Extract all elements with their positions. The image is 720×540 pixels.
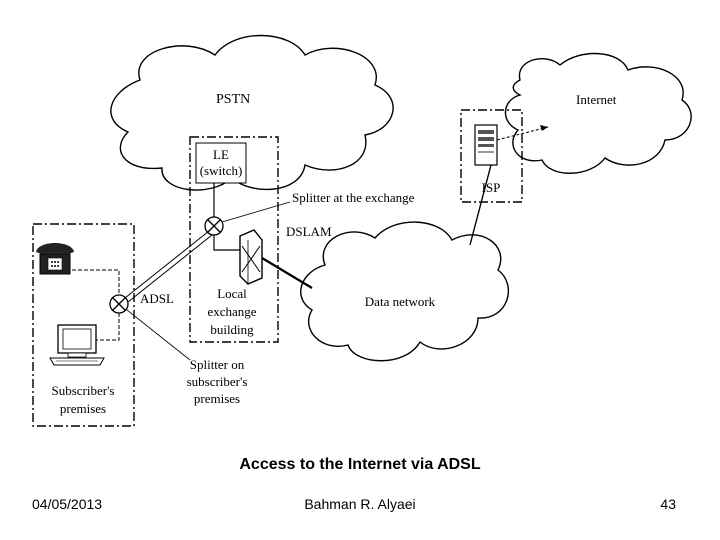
- server-icon: [474, 124, 498, 166]
- internet-label: Internet: [576, 92, 617, 107]
- slide-caption: Access to the Internet via ADSL: [239, 456, 481, 473]
- splitter-sub-label-2: subscriber's: [187, 374, 248, 389]
- local-label: Local: [217, 286, 247, 301]
- adsl-label: ADSL: [140, 291, 174, 306]
- isp-box: [460, 109, 523, 203]
- exchange-label: exchange: [207, 304, 256, 319]
- le-switch-box: [195, 142, 247, 184]
- phone-wire: [72, 269, 120, 295]
- le-label: LE: [213, 147, 229, 162]
- pstn-cloud: [110, 34, 394, 191]
- telephone-icon: [36, 243, 74, 275]
- splitter-sub-label-3: premises: [194, 391, 240, 406]
- dslam-icon: [239, 229, 263, 285]
- leader-splitter-exchange: [221, 201, 291, 223]
- splitter-exchange-label: Splitter at the exchange: [292, 190, 415, 205]
- dslam-label: DSLAM: [286, 224, 332, 239]
- le-switch-label: (switch): [200, 163, 243, 178]
- isp-internet-line: [496, 126, 549, 141]
- adsl-line-2: [127, 234, 213, 303]
- adsl-diagram: PSTN Internet LE (switch) ISP Splitter a…: [32, 34, 692, 427]
- subscriber-box: [32, 223, 135, 427]
- footer-date: 04/05/2013: [32, 496, 103, 512]
- data-isp-line: [469, 164, 492, 246]
- local-exchange-box: [189, 136, 279, 343]
- data-network-cloud: [300, 221, 509, 362]
- splitter-sub-label-1: Splitter on: [190, 357, 245, 372]
- pc-wire: [96, 313, 120, 341]
- subscriber-splitter-icon: [109, 294, 129, 314]
- internet-cloud: [504, 52, 692, 174]
- dslam-data-line: [261, 257, 313, 289]
- leader-splitter-sub: [126, 309, 191, 361]
- computer-icon: [49, 324, 105, 366]
- exchange-splitter-icon: [204, 216, 224, 236]
- pstn-label: PSTN: [216, 92, 250, 107]
- building-label: building: [210, 322, 254, 337]
- footer-page-number: 43: [660, 496, 676, 512]
- arrowhead-icon: [540, 125, 548, 131]
- isp-label: ISP: [482, 180, 501, 195]
- subscriber-label-1: Subscriber's: [51, 383, 114, 398]
- footer-author: Bahman R. Alyaei: [304, 496, 416, 512]
- splitter-dslam-line: [213, 235, 240, 251]
- adsl-line: [124, 230, 210, 299]
- data-network-label: Data network: [365, 294, 436, 309]
- subscriber-label-2: premises: [60, 401, 106, 416]
